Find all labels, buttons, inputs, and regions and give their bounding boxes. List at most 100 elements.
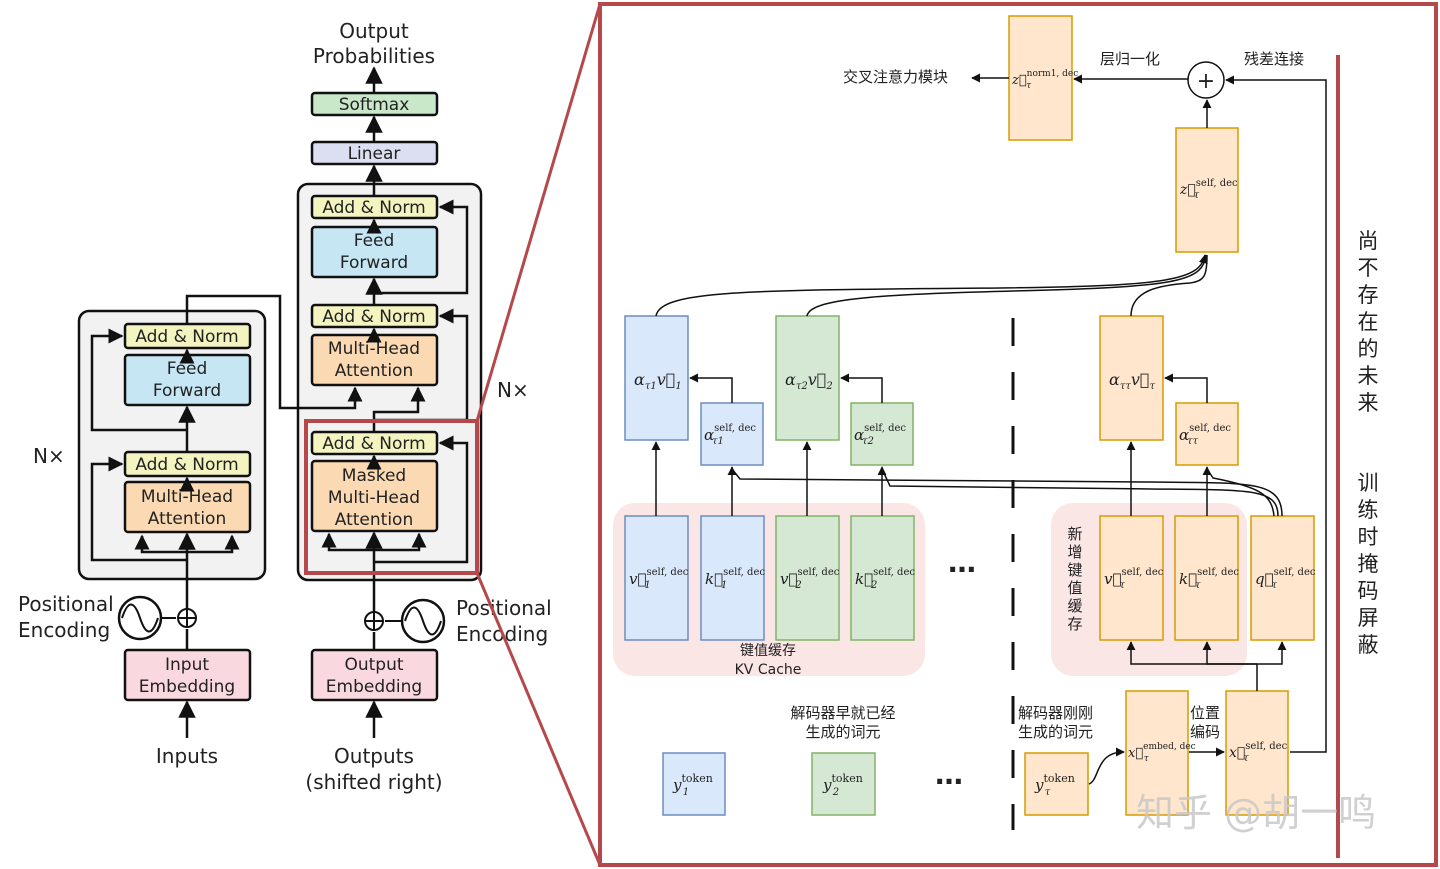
svg-text:未: 未 bbox=[1358, 364, 1379, 388]
input-embedding-label-2: Embedding bbox=[139, 677, 235, 697]
svg-text:存: 存 bbox=[1067, 615, 1082, 633]
decoder-add-norm-3-label: Add & Norm bbox=[322, 198, 425, 218]
v1-box bbox=[624, 515, 689, 641]
sine-wave-icon bbox=[385, 598, 446, 644]
just-generated-label-1: 解码器刚刚 bbox=[1018, 704, 1093, 722]
pos-enc-left-2: Encoding bbox=[18, 618, 110, 642]
kv-cache-cn-label: 键值缓存 bbox=[740, 643, 796, 659]
y1-token-box bbox=[662, 752, 726, 816]
alpha-v2-box bbox=[775, 315, 840, 441]
detail-arrows bbox=[651, 73, 1327, 785]
svg-text:键: 键 bbox=[1067, 561, 1082, 579]
residual-add-icon: + bbox=[1187, 61, 1225, 99]
pos-code-label-2: 编码 bbox=[1190, 723, 1220, 741]
inputs-label: Inputs bbox=[156, 744, 218, 768]
svg-text:练: 练 bbox=[1358, 498, 1379, 522]
new-kv-cache-vertical-label: 新 增 键 值 缓 存 bbox=[1067, 525, 1082, 633]
ellipsis-bottom: … bbox=[935, 758, 963, 791]
future-vertical-label: 尚 不 存 在 的 未 来 bbox=[1358, 229, 1379, 415]
softmax-label: Softmax bbox=[339, 95, 410, 115]
highlight-frame bbox=[304, 419, 479, 575]
masked-label-1: Masked bbox=[342, 466, 406, 486]
just-generated-label-2: 生成的词元 bbox=[1018, 723, 1093, 741]
svg-text:值: 值 bbox=[1067, 579, 1082, 597]
linear-label: Linear bbox=[348, 144, 401, 164]
decoder-add-norm-1-label: Add & Norm bbox=[322, 434, 425, 454]
svg-text:训: 训 bbox=[1358, 471, 1379, 495]
alpha-v1-box bbox=[624, 315, 689, 441]
v2-box bbox=[775, 515, 840, 641]
ellipsis-mid: … bbox=[948, 546, 976, 579]
outputs-label-1: Outputs bbox=[334, 744, 414, 768]
sine-wave-icon bbox=[117, 595, 176, 641]
svg-text:存: 存 bbox=[1358, 283, 1379, 307]
k1-box bbox=[700, 515, 765, 641]
vtau-box bbox=[1099, 515, 1164, 641]
z-norm-box bbox=[1008, 15, 1073, 141]
outputs-label-2: (shifted right) bbox=[305, 770, 442, 794]
svg-text:增: 增 bbox=[1067, 543, 1082, 561]
output-embedding-label-1: Output bbox=[344, 655, 403, 675]
svg-text:屏: 屏 bbox=[1358, 606, 1379, 630]
alpha-v2-label: ατ2v⃗2 bbox=[785, 370, 833, 392]
pos-enc-left-1: Positional bbox=[18, 592, 114, 616]
encoder-mha-label-2: Attention bbox=[148, 509, 226, 529]
pos-enc-right-1: Positional bbox=[456, 596, 552, 620]
training-mask-vertical-label: 训 练 时 掩 码 屏 蔽 bbox=[1358, 471, 1379, 657]
qtau-box bbox=[1250, 515, 1315, 641]
watermark: 知乎 @胡一鸣 bbox=[1136, 791, 1376, 835]
residual-label: 残差连接 bbox=[1244, 50, 1304, 68]
encoder-block bbox=[77, 309, 267, 581]
masked-label-2: Multi-Head bbox=[328, 488, 420, 508]
decoder-mha-label-1: Multi-Head bbox=[328, 339, 420, 359]
alpha-tau2-box bbox=[850, 402, 914, 466]
ytau-token-box bbox=[1024, 752, 1089, 816]
pos-code-label-1: 位置 bbox=[1190, 704, 1220, 722]
transformer-diagram: Add & Norm Feed Forward Add & Norm Multi… bbox=[18, 3, 602, 866]
svg-text:在: 在 bbox=[1358, 310, 1379, 334]
add-circle-icon bbox=[177, 608, 197, 628]
svg-text:时: 时 bbox=[1358, 525, 1379, 549]
x-embed-box bbox=[1125, 690, 1189, 816]
encoder-ff-label-2: Forward bbox=[153, 381, 221, 401]
masked-label-3: Attention bbox=[335, 510, 413, 530]
decoder-add-norm-2-label: Add & Norm bbox=[322, 307, 425, 327]
alpha-tau1-box bbox=[700, 402, 764, 466]
input-embedding-label-1: Input bbox=[165, 655, 209, 675]
svg-text:新: 新 bbox=[1067, 525, 1082, 543]
encoder-arrows bbox=[90, 294, 363, 738]
alpha-tautau-box bbox=[1175, 402, 1239, 466]
svg-text:+: + bbox=[1197, 69, 1215, 94]
alpha-vtau-label: αττv⃗τ bbox=[1109, 370, 1156, 392]
x-self-box bbox=[1225, 690, 1289, 816]
svg-text:的: 的 bbox=[1358, 337, 1379, 361]
svg-text:来: 来 bbox=[1358, 391, 1379, 415]
alpha-v1-label: ατ1v⃗1 bbox=[634, 370, 682, 392]
generated-tokens-label-2: 生成的词元 bbox=[805, 723, 880, 741]
svg-text:缓: 缓 bbox=[1067, 597, 1082, 615]
k2-box bbox=[850, 515, 915, 641]
layer-norm-label: 层归一化 bbox=[1100, 50, 1160, 68]
generated-tokens-label-1: 解码器早就已经 bbox=[790, 704, 895, 722]
svg-text:码: 码 bbox=[1358, 579, 1379, 603]
decoder-ff-label-1: Feed bbox=[354, 231, 395, 251]
decoder-nx: N× bbox=[497, 378, 529, 402]
svg-text:不: 不 bbox=[1358, 256, 1379, 280]
